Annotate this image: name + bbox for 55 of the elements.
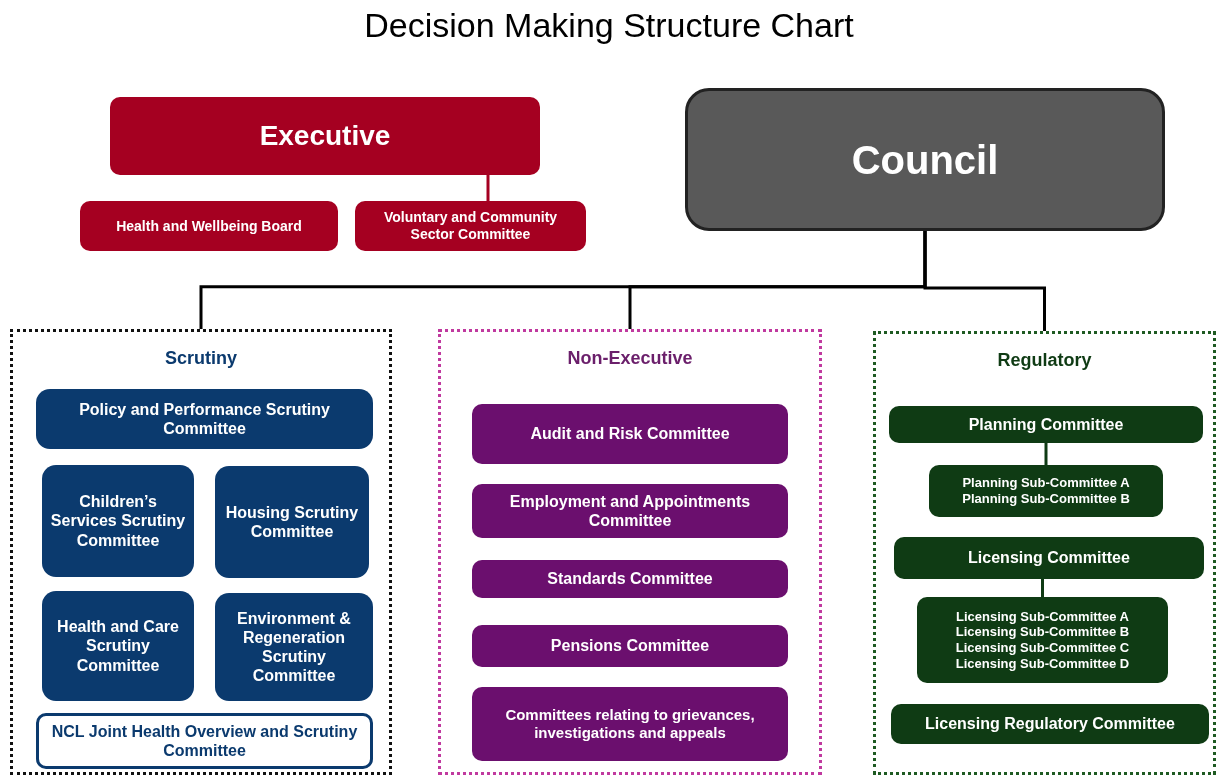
committee-name: Health and Wellbeing Board [115, 217, 303, 235]
committee-box [472, 404, 788, 464]
committee-name: Planning Sub-Committee B [961, 491, 1131, 507]
committee-box [215, 466, 369, 578]
group-heading: Scrutiny [164, 348, 238, 370]
committee-box [36, 713, 373, 769]
committee-box [472, 484, 788, 538]
group-panel [438, 329, 822, 775]
committee-box [42, 591, 194, 701]
group-panel [873, 331, 1216, 775]
connector-line [923, 231, 1046, 331]
committee-name: Executive [258, 119, 392, 153]
committee-name: Environment & Regeneration Scrutiny Committee [236, 608, 352, 686]
committee-name: Pensions Committee [549, 636, 711, 656]
committee-box [42, 465, 194, 577]
committee-name: Licensing Sub-Committee A [955, 608, 1130, 625]
committee-name: Council [850, 136, 1000, 184]
committee-box [889, 406, 1203, 443]
committee-box [917, 597, 1168, 683]
committee-name: NCL Joint Health Overview and Scrutiny Committee [50, 721, 359, 761]
committee-box [472, 560, 788, 598]
committee-name: Licensing Sub-Committee C [954, 640, 1131, 656]
committee-name: Licensing Sub-Committee B [954, 624, 1131, 640]
committee-name: Planning Sub-Committee A [961, 475, 1131, 491]
committee-name: Standards Committee [546, 569, 714, 589]
chart-title: Decision Making Structure Chart [363, 6, 855, 45]
committee-box [472, 687, 788, 761]
committee-box [929, 465, 1163, 517]
committee-name: Licensing Sub-Committee D [954, 655, 1131, 672]
committee-name: Planning Committee [967, 414, 1125, 435]
committee-name: Licensing Regulatory Committee [924, 714, 1176, 734]
connector-line [486, 175, 490, 201]
committee-box [472, 625, 788, 667]
committee-box [894, 537, 1204, 579]
connector-line [1041, 579, 1044, 597]
group-heading: Non-Executive [566, 348, 694, 370]
group-panel [10, 329, 392, 775]
committee-box [80, 201, 338, 251]
committee-box [215, 593, 373, 701]
committee-name: Health and Care Scrutiny Committee [56, 617, 180, 675]
committee-box [36, 389, 373, 449]
committee-name: Employment and Appointments Committee [508, 491, 752, 531]
committee-name: Children’s Services Scrutiny Committee [49, 492, 187, 550]
committee-box [891, 704, 1209, 744]
committee-name: Audit and Risk Committee [529, 424, 731, 444]
committee-name: Licensing Committee [967, 548, 1131, 568]
committee-box [355, 201, 586, 251]
council-box [685, 88, 1165, 231]
committee-box [110, 97, 540, 175]
group-heading: Regulatory [996, 350, 1093, 372]
connector-line [1044, 443, 1048, 465]
committee-name: Policy and Performance Scrutiny Committee [78, 399, 331, 439]
committee-name: Voluntary and Community Sector Committee [382, 209, 559, 243]
committee-name: Housing Scrutiny Committee [224, 502, 360, 542]
committee-name: Committees relating to grievances, investigations and appeals [504, 706, 756, 742]
